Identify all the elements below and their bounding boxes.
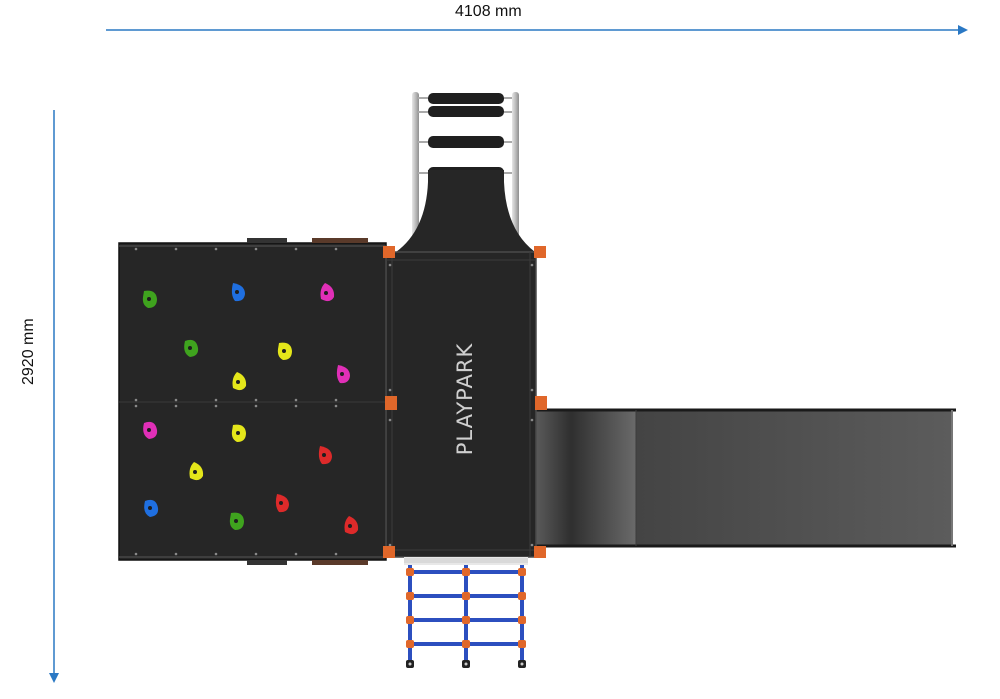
climbing-holds — [142, 283, 359, 535]
width-dimension-arrow — [106, 25, 968, 35]
corner-bracket — [534, 246, 546, 258]
arrow-down-icon — [49, 673, 59, 683]
entry-ramp — [396, 170, 535, 252]
ladder-rung — [428, 93, 504, 104]
corner-bracket — [385, 396, 397, 410]
dimension-label-width: 4108 mm — [455, 3, 522, 20]
slide — [536, 408, 956, 548]
ladder-rung — [428, 136, 504, 148]
climbing-hold-red — [275, 494, 289, 513]
arrow-right-icon — [958, 25, 968, 35]
climbing-hold-green — [229, 512, 244, 530]
corner-bracket — [534, 546, 546, 558]
platform-bolts — [388, 263, 534, 547]
climbing-hold-yellow — [232, 372, 247, 391]
climbing-hold-red — [318, 446, 332, 465]
climbing-hold-yellow — [231, 424, 246, 442]
wall-bolts — [134, 247, 338, 556]
climbing-hold-blue — [144, 499, 159, 517]
corner-bracket — [383, 246, 395, 258]
climbing-hold-red — [344, 516, 359, 535]
cargo-net-ladder — [404, 557, 528, 668]
corner-bracket — [383, 546, 395, 558]
climbing-hold-blue — [231, 283, 245, 302]
main-platform: PLAYPARK — [383, 246, 547, 558]
climbing-hold-yellow — [189, 462, 204, 481]
climbing-wall — [118, 238, 387, 565]
climbing-hold-green — [142, 290, 157, 308]
corner-bracket — [535, 396, 547, 410]
climbing-hold-magenta — [143, 421, 158, 439]
climbing-hold-magenta — [320, 283, 335, 302]
climbing-hold-yellow — [277, 342, 292, 360]
ladder-rung — [428, 106, 504, 117]
climbing-hold-magenta — [336, 365, 350, 384]
top-ladder — [396, 92, 535, 256]
climbing-hold-green — [184, 339, 199, 357]
height-dimension-arrow — [49, 110, 59, 683]
brand-label: PLAYPARK — [453, 343, 477, 456]
